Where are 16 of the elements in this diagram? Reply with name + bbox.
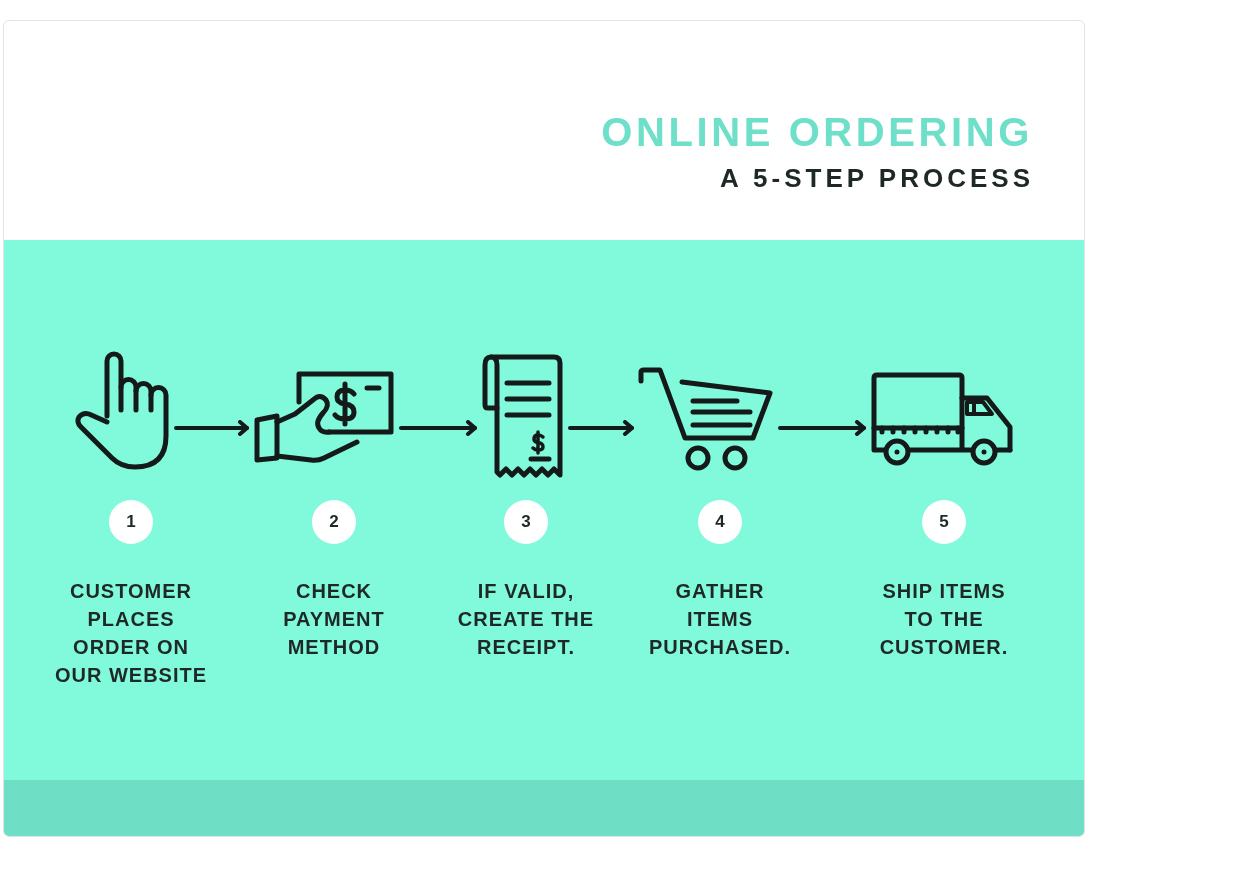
step-description: SHIP ITEMS TO THE CUSTOMER. (878, 579, 1010, 660)
step-description: IF VALID, CREATE THE RECEIPT. (456, 579, 596, 660)
subtitle: A 5-STEP PROCESS (720, 165, 1034, 191)
receipt-icon (481, 353, 564, 479)
step-description: GATHER ITEMS PURCHASED. (647, 579, 793, 660)
truck-icon (870, 371, 1014, 467)
arrow (174, 420, 249, 436)
step-description: CUSTOMER PLACES ORDER ON OUR WEBSITE (53, 579, 209, 688)
hand-holding-banknote-icon (253, 370, 395, 464)
arrow (399, 420, 477, 436)
title: ONLINE ORDERING (601, 112, 1033, 152)
arrow (568, 420, 634, 436)
arrow (778, 420, 866, 436)
step-description: CHECK PAYMENT METHOD (282, 579, 386, 660)
shopping-cart-icon (638, 366, 774, 472)
pointing-hand-icon (73, 350, 170, 470)
